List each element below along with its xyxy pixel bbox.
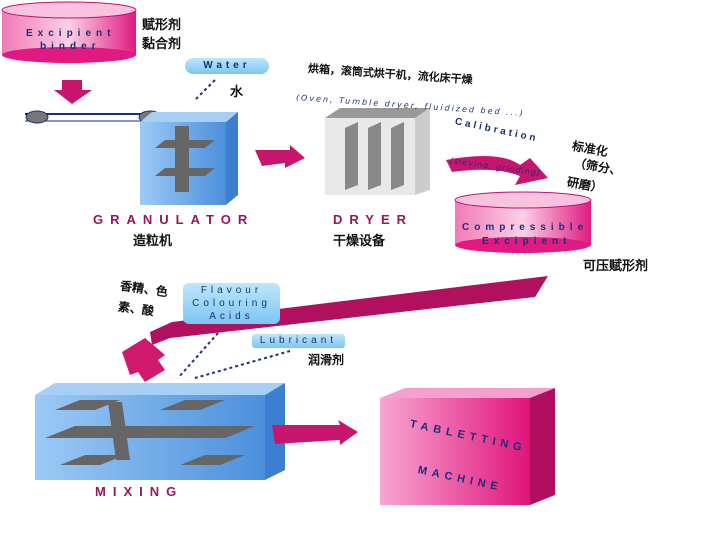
tabletting-machine-box bbox=[380, 388, 555, 505]
excipient-binder-cn-2: 黏合剂 bbox=[142, 37, 182, 52]
granulator-label: GRANULATOR bbox=[93, 212, 255, 227]
arrow-to-tabletting bbox=[272, 420, 358, 445]
excipient-binder-label-2: binder bbox=[40, 41, 101, 52]
binder-arrow bbox=[54, 80, 92, 104]
excipient-binder-cylinder bbox=[1, 1, 137, 63]
dryer-label: DRYER bbox=[333, 212, 414, 227]
dryer-cn: 干燥设备 bbox=[333, 234, 386, 249]
lubricant-cn: 润滑剂 bbox=[308, 353, 345, 367]
main-flow-band bbox=[150, 276, 548, 345]
granulator-cn: 造粒机 bbox=[133, 234, 173, 249]
compressible-label-1: Compressible bbox=[462, 222, 589, 233]
arrow-to-dryer bbox=[255, 145, 305, 168]
flavour-arrow bbox=[177, 332, 219, 379]
lubricant-arrow bbox=[194, 350, 291, 379]
excipient-binder-label-1: Excipient bbox=[26, 28, 116, 39]
water-cn: 水 bbox=[230, 85, 244, 100]
flavour-line-3: Acids bbox=[209, 311, 254, 322]
mixing-label: MIXING bbox=[95, 484, 184, 499]
flavour-pill: Flavour Colouring Acids bbox=[183, 283, 280, 324]
flavour-line-1: Flavour bbox=[200, 285, 263, 296]
water-arrow bbox=[194, 79, 216, 101]
lubricant-pill: Lubricant bbox=[252, 334, 345, 348]
compressible-cn: 可压赋形剂 bbox=[583, 259, 649, 274]
excipient-binder-cn-1: 赋形剂 bbox=[142, 18, 182, 33]
compressible-label-2: Excipient bbox=[482, 236, 572, 247]
water-pill: Water bbox=[185, 58, 269, 74]
dryer-box bbox=[325, 108, 430, 195]
calibration-arrow bbox=[446, 156, 548, 185]
conveyor bbox=[25, 110, 162, 124]
mixing-box bbox=[35, 383, 285, 480]
arrow-to-mixing bbox=[122, 338, 165, 382]
flavour-line-2: Colouring bbox=[192, 298, 271, 309]
granulator-box bbox=[140, 112, 238, 205]
compressible-cylinder bbox=[454, 191, 592, 253]
